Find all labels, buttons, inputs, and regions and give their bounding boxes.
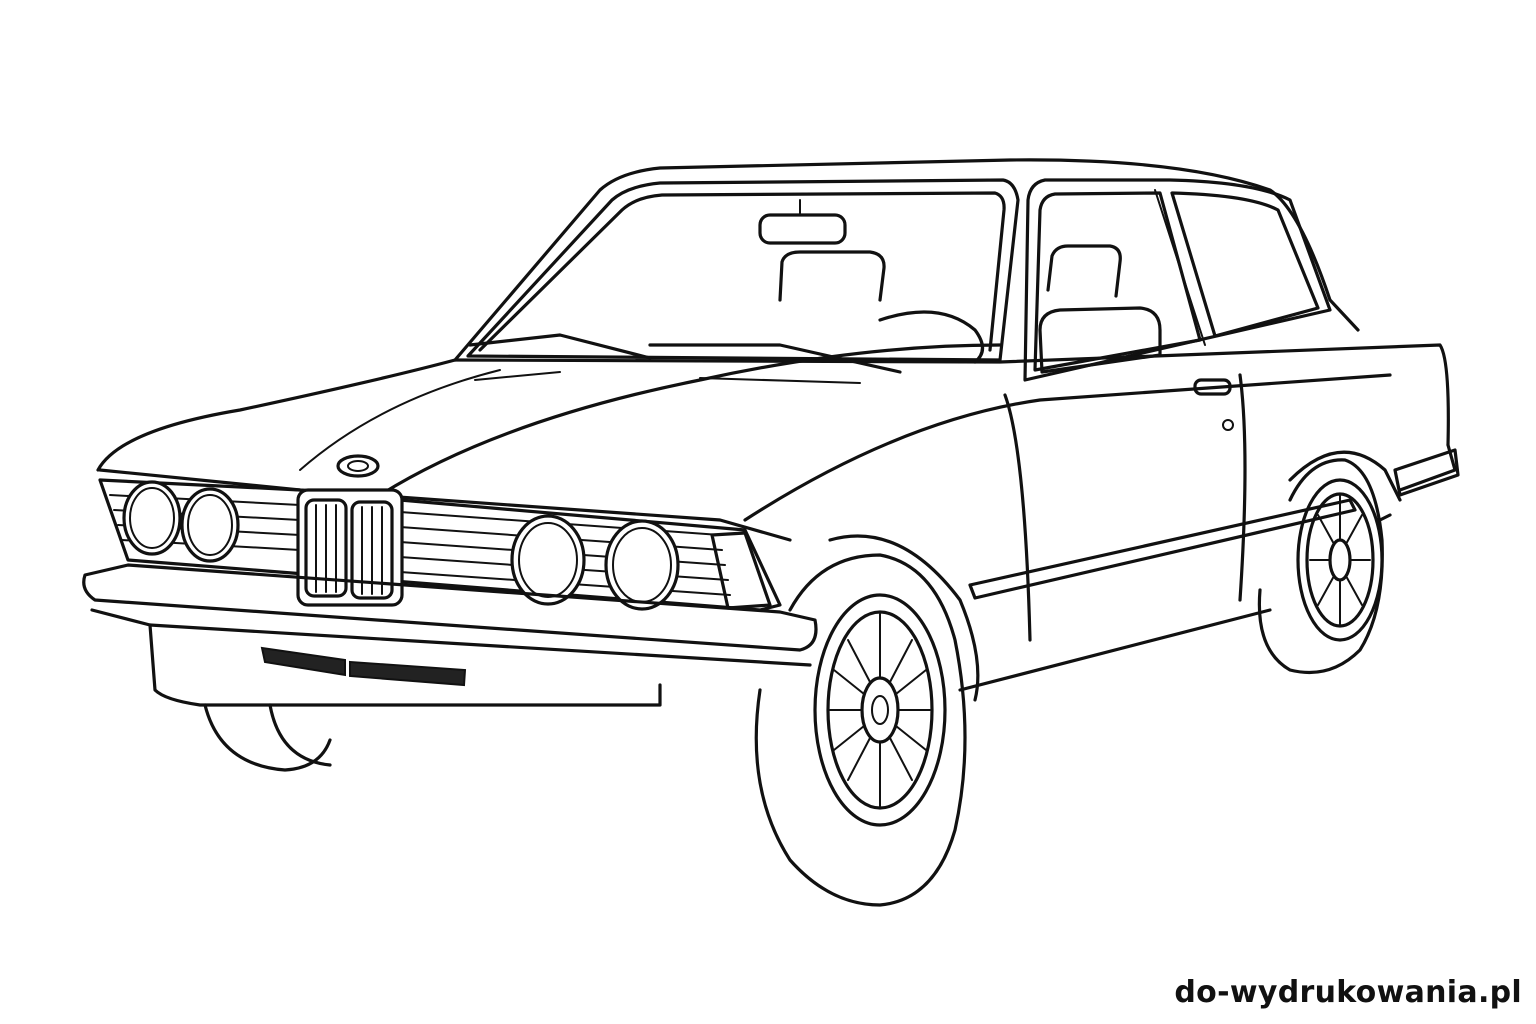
car-roof-and-windows xyxy=(453,158,1360,382)
headlight-inner-right xyxy=(510,514,586,606)
car-wheel-front xyxy=(754,534,980,907)
car-rear-bumper xyxy=(1393,448,1460,497)
watermark-text: do-wydrukowania.pl xyxy=(1174,975,1522,1010)
headlight-outer-right xyxy=(604,519,680,611)
headlight-inner-left xyxy=(180,487,240,563)
car-rear-detail xyxy=(1378,513,1392,522)
headlight-outer-left xyxy=(122,480,182,556)
car-wheel-rear-right xyxy=(1257,450,1402,675)
car-bumper xyxy=(82,563,818,707)
car-front-grille xyxy=(98,478,782,612)
car-wheel-rear-left xyxy=(203,703,332,772)
car-body xyxy=(96,333,1457,692)
